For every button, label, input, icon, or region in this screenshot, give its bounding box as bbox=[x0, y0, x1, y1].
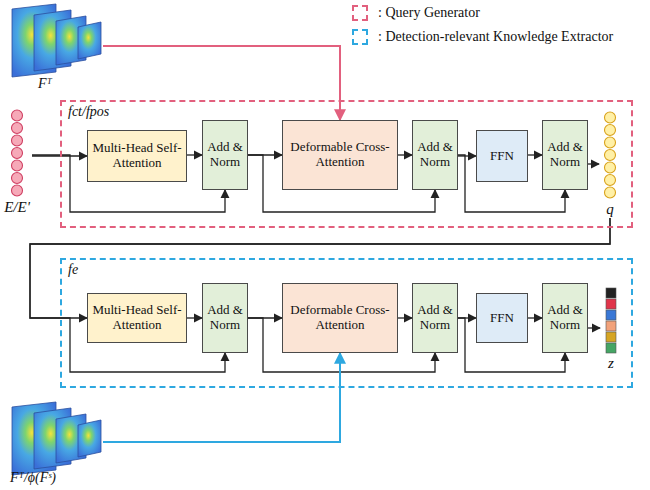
connector bbox=[588, 163, 599, 164]
ffn-box: FFN bbox=[476, 293, 528, 343]
add-norm-box: Add & Norm bbox=[542, 120, 588, 190]
add-norm-box: Add & Norm bbox=[412, 120, 458, 190]
attention-box: Multi-Head Self-Attention bbox=[87, 293, 187, 343]
box-label: Add & Norm bbox=[545, 140, 585, 170]
box-label: Add & Norm bbox=[415, 140, 455, 170]
box-label: Add & Norm bbox=[415, 303, 455, 333]
connector bbox=[398, 154, 412, 155]
legend-text: : Query Generator bbox=[378, 4, 628, 22]
box-label: Multi-Head Self-Attention bbox=[90, 303, 184, 333]
node-label: Fᵀ bbox=[38, 76, 52, 92]
connector bbox=[528, 154, 542, 155]
cross-attention-box: Deformable Cross-Attention bbox=[282, 283, 398, 353]
legend-swatch bbox=[352, 29, 368, 45]
attention-box: Multi-Head Self-Attention bbox=[87, 130, 187, 182]
box-label: Deformable Cross-Attention bbox=[285, 303, 395, 333]
connector bbox=[103, 353, 340, 442]
embedding-stack: E/E' bbox=[2, 108, 32, 216]
node-label: fct/fpos bbox=[68, 104, 109, 120]
add-norm-box: Add & Norm bbox=[542, 283, 588, 353]
legend-entry: : Detection-relevant Knowledge Extractor bbox=[352, 28, 628, 46]
box-label: FFN bbox=[490, 311, 514, 326]
node-label: fe bbox=[68, 262, 78, 278]
connector bbox=[187, 154, 202, 155]
box-label: Add & Norm bbox=[545, 303, 585, 333]
box-label: FFN bbox=[490, 149, 514, 164]
add-norm-box: Add & Norm bbox=[202, 120, 248, 190]
ffn-box: FFN bbox=[476, 130, 528, 182]
feature-map-layer bbox=[78, 22, 101, 59]
feature-map-layer bbox=[78, 420, 101, 457]
query-stack: q bbox=[599, 110, 621, 218]
connector bbox=[103, 46, 340, 120]
knowledge-extractor-box: feMulti-Head Self-Attention Add & Norm Def… bbox=[60, 258, 633, 388]
connector bbox=[30, 218, 610, 372]
box-label: Add & Norm bbox=[205, 140, 245, 170]
knowledge-stack: z bbox=[600, 284, 622, 372]
legend-entry: : Query Generator bbox=[352, 4, 628, 22]
legend-swatch bbox=[352, 5, 368, 21]
add-norm-box: Add & Norm bbox=[412, 283, 458, 353]
box-label: Deformable Cross-Attention bbox=[285, 140, 395, 170]
legend-text: : Detection-relevant Knowledge Extractor bbox=[378, 28, 628, 46]
node-label: Fᵀ/ϕ(Fˢ) bbox=[10, 470, 56, 486]
connector bbox=[398, 317, 412, 318]
feature-map: Fᵀ/ϕ(Fˢ) bbox=[8, 398, 103, 486]
box-label: Multi-Head Self-Attention bbox=[90, 141, 184, 171]
connector bbox=[588, 327, 600, 328]
query-generator-box: fct/fposMulti-Head Self-Attention Add & N… bbox=[60, 100, 633, 228]
connector bbox=[528, 317, 542, 318]
add-norm-box: Add & Norm bbox=[202, 283, 248, 353]
connector bbox=[187, 317, 202, 318]
feature-map: Fᵀ bbox=[8, 0, 103, 92]
node-label: E/E' bbox=[4, 199, 30, 216]
node-label: q bbox=[606, 201, 614, 218]
node-label: z bbox=[608, 355, 614, 372]
box-label: Add & Norm bbox=[205, 303, 245, 333]
cross-attention-box: Deformable Cross-Attention bbox=[282, 120, 398, 190]
